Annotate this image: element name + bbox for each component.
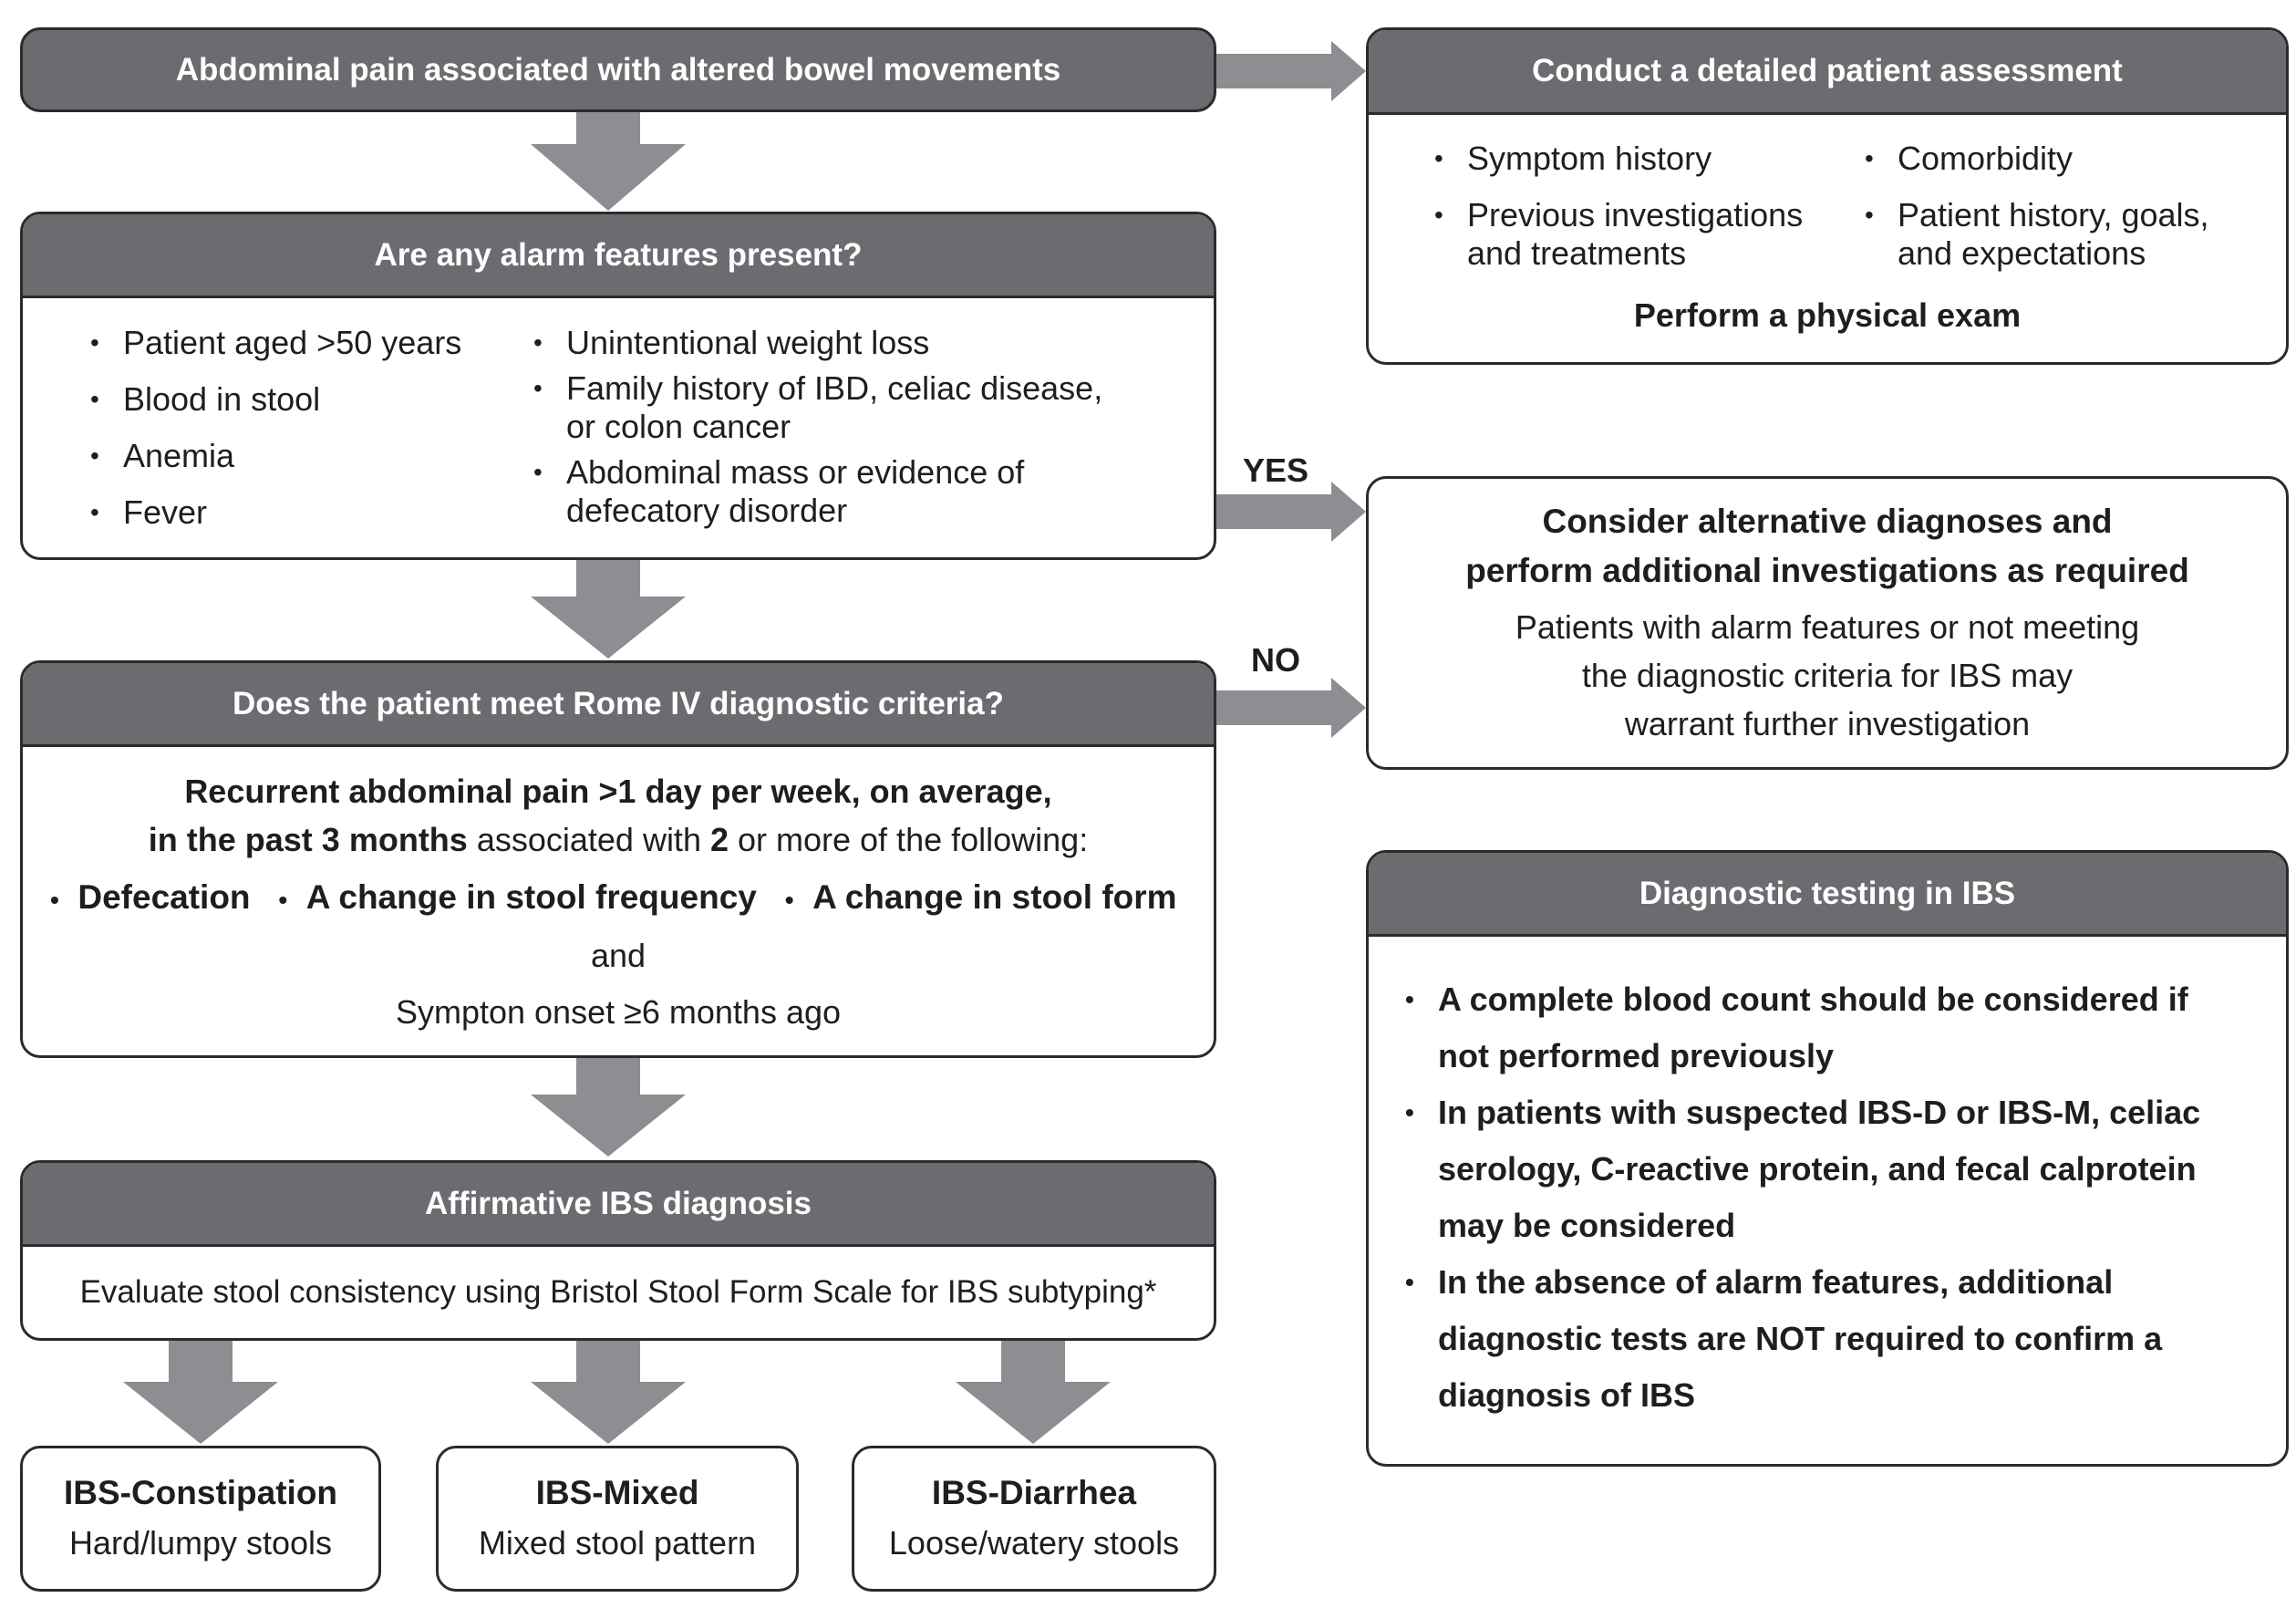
ibs-diarrhea-box: IBS-Diarrhea Loose/watery stools bbox=[852, 1446, 1216, 1592]
no-label: NO bbox=[1251, 641, 1300, 679]
abdominal-pain-box: Abdominal pain associated with altered b… bbox=[20, 27, 1216, 112]
alternative-diagnoses-box: Consider alternative diagnoses and perfo… bbox=[1366, 476, 2289, 770]
alarm-item: •Unintentional weight loss bbox=[533, 324, 930, 361]
alternative-body-3: warrant further investigation bbox=[1624, 705, 2031, 742]
alarm-item: •Patient aged >50 years bbox=[90, 324, 462, 361]
alarm-item: •Anemia bbox=[90, 437, 235, 474]
ibs-constipation-name: IBS-Constipation bbox=[63, 1474, 338, 1511]
alarm-features-box: Are any alarm features present? •Patient… bbox=[20, 212, 1216, 560]
alternative-title-1: Consider alternative diagnoses and bbox=[1542, 503, 2113, 540]
affirmative-diagnosis-title: Affirmative IBS diagnosis bbox=[23, 1163, 1214, 1247]
arrow-down-diarrhea bbox=[956, 1341, 1111, 1444]
diagnostic-testing-box: Diagnostic testing in IBS •A complete bl… bbox=[1366, 850, 2289, 1467]
ibs-constipation-desc: Hard/lumpy stools bbox=[68, 1524, 333, 1562]
rome-and: and bbox=[590, 937, 646, 974]
rome-item-defecation: Defecation bbox=[78, 878, 251, 916]
ibs-diarrhea-name: IBS-Diarrhea bbox=[931, 1474, 1137, 1511]
rome-onset: Sympton onset ≥6 months ago bbox=[395, 993, 842, 1031]
arrow-down-constipation bbox=[123, 1341, 278, 1444]
alarm-item: •Fever bbox=[90, 493, 208, 531]
arrow-right-yes bbox=[1213, 482, 1366, 542]
alternative-title-2: perform additional investigations as req… bbox=[1465, 552, 2189, 589]
assessment-item: •Symptom history bbox=[1434, 140, 1712, 177]
ibs-diarrhea-desc: Loose/watery stools bbox=[888, 1524, 1180, 1562]
patient-assessment-box: Conduct a detailed patient assessment •S… bbox=[1366, 27, 2289, 365]
rome-items: • Defecation • A change in stool frequen… bbox=[50, 878, 1177, 916]
alarm-features-title: Are any alarm features present? bbox=[23, 214, 1214, 298]
arrow-down-2 bbox=[531, 560, 686, 659]
testing-item: •In the absence of alarm features, addit… bbox=[1405, 1263, 2163, 1414]
rome-criteria-title: Does the patient meet Rome IV diagnostic… bbox=[23, 663, 1214, 747]
affirmative-diagnosis-box: Affirmative IBS diagnosis Evaluate stool… bbox=[20, 1160, 1216, 1341]
yes-label: YES bbox=[1243, 451, 1309, 489]
ibs-mixed-box: IBS-Mixed Mixed stool pattern bbox=[436, 1446, 799, 1592]
alarm-item: •Blood in stool bbox=[90, 380, 321, 418]
alarm-item: •Family history of IBD, celiac disease,o… bbox=[533, 369, 1103, 445]
rome-item-frequency: A change in stool frequency bbox=[305, 878, 757, 916]
testing-item: •A complete blood count should be consid… bbox=[1405, 981, 2188, 1074]
abdominal-pain-title: Abdominal pain associated with altered b… bbox=[175, 51, 1061, 88]
arrow-down-1 bbox=[531, 112, 686, 211]
ibs-mixed-name: IBS-Mixed bbox=[535, 1474, 699, 1511]
rome-line2: in the past 3 months associated with 2 o… bbox=[148, 821, 1089, 858]
rome-criteria-box: Does the patient meet Rome IV diagnostic… bbox=[20, 660, 1216, 1058]
rome-line1: Recurrent abdominal pain >1 day per week… bbox=[184, 773, 1052, 810]
arrow-down-3 bbox=[531, 1058, 686, 1157]
arrow-right-no bbox=[1213, 678, 1366, 738]
ibs-mixed-desc: Mixed stool pattern bbox=[478, 1524, 757, 1562]
ibs-constipation-box: IBS-Constipation Hard/lumpy stools bbox=[20, 1446, 381, 1592]
affirmative-diagnosis-text: Evaluate stool consistency using Bristol… bbox=[79, 1274, 1157, 1310]
alternative-body-2: the diagnostic criteria for IBS may bbox=[1581, 657, 2074, 694]
assessment-item: •Comorbidity bbox=[1865, 140, 2074, 177]
alternative-body-1: Patients with alarm features or not meet… bbox=[1515, 608, 2140, 646]
testing-item: •In patients with suspected IBS-D or IBS… bbox=[1405, 1094, 2201, 1244]
rome-item-form: A change in stool form bbox=[812, 878, 1177, 916]
arrow-down-mixed bbox=[531, 1341, 686, 1444]
diagnostic-testing-title: Diagnostic testing in IBS bbox=[1369, 853, 2286, 937]
arrow-right-assessment bbox=[1213, 41, 1366, 101]
assessment-item: •Patient history, goals,and expectations bbox=[1865, 196, 2209, 272]
physical-exam-text: Perform a physical exam bbox=[1633, 296, 2022, 334]
patient-assessment-title: Conduct a detailed patient assessment bbox=[1369, 30, 2286, 115]
